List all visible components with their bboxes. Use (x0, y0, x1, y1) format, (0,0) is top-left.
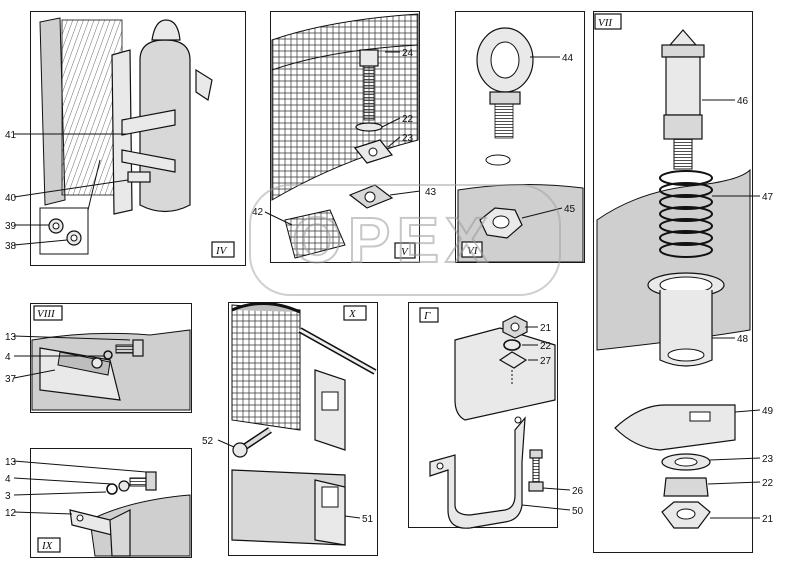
label-38: 38 (5, 241, 17, 252)
watermark-text: ОРЕХ (292, 204, 494, 276)
label-47: 47 (762, 192, 774, 203)
label-12: 12 (5, 508, 17, 519)
label-37: 37 (5, 374, 17, 385)
label-42: 42 (252, 207, 264, 218)
label-49: 49 (762, 406, 774, 417)
label-44: 44 (562, 53, 574, 64)
panel-iv-drawing (13, 17, 213, 255)
label-48: 48 (737, 334, 749, 345)
label-13b: 13 (5, 457, 17, 468)
label-21: 21 (540, 323, 552, 334)
label-24: 24 (402, 48, 414, 59)
label-22: 22 (402, 114, 414, 125)
label-51: 51 (362, 514, 374, 525)
label-13: 13 (5, 332, 17, 343)
roman-v: V (401, 246, 409, 258)
label-23b: 23 (762, 454, 774, 465)
roman-g: Г (423, 310, 431, 322)
panel-ix-drawing (13, 460, 191, 557)
label-43: 43 (425, 187, 437, 198)
roman-ix: IX (41, 540, 54, 552)
label-46: 46 (737, 96, 749, 107)
panel-g-drawing (429, 315, 571, 529)
label-26: 26 (572, 486, 584, 497)
label-40: 40 (5, 193, 17, 204)
panel-viii-drawing (13, 329, 191, 411)
panel-x-drawing (217, 301, 377, 546)
label-4: 4 (5, 352, 11, 363)
label-39: 39 (5, 221, 17, 232)
panel-v-drawing (264, 13, 421, 259)
label-4b: 4 (5, 474, 11, 485)
label-23: 23 (402, 133, 414, 144)
label-21b: 21 (762, 514, 774, 525)
label-3: 3 (5, 491, 11, 502)
roman-vii: VII (598, 17, 613, 29)
label-27: 27 (540, 356, 552, 367)
roman-viii: VIII (37, 308, 56, 320)
label-50: 50 (572, 506, 584, 517)
label-22b: 22 (762, 478, 774, 489)
label-52: 52 (202, 436, 214, 447)
label-41: 41 (5, 130, 17, 141)
panel-vii-drawing (596, 29, 761, 529)
label-22c: 22 (540, 341, 552, 352)
roman-iv: IV (215, 245, 228, 257)
roman-vi: VI (467, 245, 479, 257)
watermark: ОРЕХ (249, 184, 561, 296)
label-45: 45 (564, 204, 576, 215)
panel-vi-drawing (457, 27, 584, 263)
roman-x: X (348, 308, 357, 320)
